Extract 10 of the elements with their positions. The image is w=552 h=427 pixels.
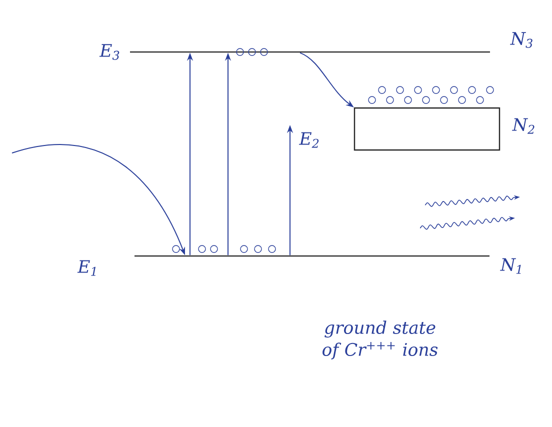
note-text: ground state of Cr$^{+++}$ ions [322, 320, 438, 360]
level-label: N$_{2}$ [512, 118, 534, 134]
level-label: E$_{3}$ [99, 44, 120, 60]
level-label: E$_{1}$ [77, 260, 96, 276]
level-label: N$_{3}$ [510, 32, 532, 48]
level-label: N$_{1}$ [500, 258, 521, 274]
energy-band-box [354, 107, 500, 151]
level-line [130, 51, 490, 53]
level-line [134, 255, 490, 257]
edge-label: E$_{2}$ [298, 132, 319, 148]
